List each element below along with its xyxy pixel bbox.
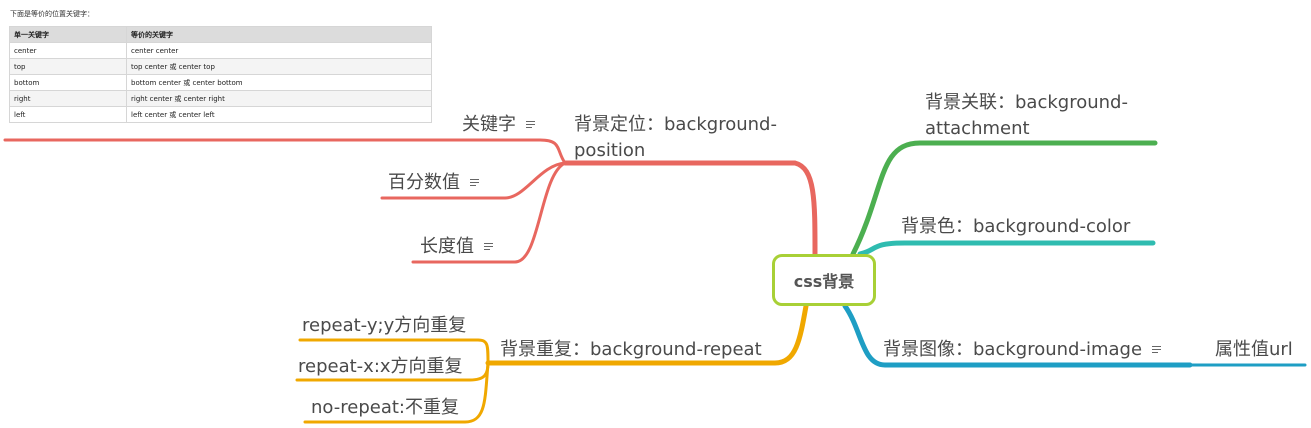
subtopic-label: 百分数值 — [388, 172, 460, 193]
subtopic-url[interactable]: 属性值url — [1215, 339, 1293, 360]
table-header-cell: 等价的关键字 — [126, 26, 432, 43]
subtopic-keyword[interactable]: 关键字 — [462, 112, 535, 138]
table-cell: center — [9, 42, 127, 59]
connector-repeat — [485, 303, 809, 366]
topic-label-line1: 背景关联：background- — [925, 92, 1128, 113]
table-cell: right — [9, 90, 127, 107]
connector-keyword — [3, 138, 567, 165]
topic-background-repeat[interactable]: 背景重复：background-repeat — [500, 339, 762, 360]
table-cell: bottom center 或 center bottom — [126, 74, 432, 91]
subtopic-no-repeat[interactable]: no-repeat:不重复 — [311, 397, 459, 418]
table-cell: center center — [126, 42, 432, 59]
table-header-row: 单一关键字 等价的关键字 — [9, 26, 432, 43]
connector-length — [411, 161, 567, 264]
connector-position — [562, 160, 818, 257]
table-header-cell: 单一关键字 — [9, 26, 127, 43]
note-lines-icon[interactable] — [526, 121, 535, 129]
connector-attachment — [850, 140, 1158, 257]
topic-label-line1: 背景定位：background- — [574, 114, 777, 135]
topic-background-position[interactable]: 背景定位：background- position — [574, 112, 777, 164]
subtopic-label: 关键字 — [462, 114, 516, 135]
subtopic-label: 长度值 — [420, 236, 474, 257]
connector-color — [857, 240, 1156, 257]
topic-label-line2: position — [574, 140, 646, 161]
table-cell: left center 或 center left — [126, 106, 432, 123]
table-row: center center center — [9, 42, 432, 59]
note-lines-icon[interactable] — [1152, 346, 1162, 354]
note-caption: 下面是等价的位置关键字： — [10, 10, 94, 18]
table-row: top top center 或 center top — [9, 58, 432, 75]
table-cell: right center 或 center right — [126, 90, 432, 107]
topic-background-attachment[interactable]: 背景关联：background- attachment — [925, 90, 1128, 142]
table-row: bottom bottom center 或 center bottom — [9, 74, 432, 91]
subtopic-repeat-x[interactable]: repeat-x:x方向重复 — [298, 356, 463, 377]
connector-percent — [380, 161, 567, 200]
topic-label: 背景图像：background-image — [883, 339, 1143, 360]
connector-no-repeat — [303, 361, 490, 424]
table-cell: left — [9, 106, 127, 123]
connector-image — [842, 303, 1193, 368]
table-row: left left center 或 center left — [9, 106, 432, 123]
table-cell: bottom — [9, 74, 127, 91]
note-lines-icon[interactable] — [484, 243, 493, 251]
topic-background-color[interactable]: 背景色：background-color — [901, 216, 1131, 237]
subtopic-percent[interactable]: 百分数值 — [388, 170, 479, 196]
subtopic-length[interactable]: 长度值 — [420, 234, 493, 260]
connector-repeat-y — [298, 338, 490, 365]
note-lines-icon[interactable] — [470, 179, 479, 187]
table-row: right right center 或 center right — [9, 90, 432, 107]
table-cell: top — [9, 58, 127, 75]
subtopic-repeat-y[interactable]: repeat-y;y方向重复 — [302, 315, 467, 336]
topic-background-image[interactable]: 背景图像：background-image — [883, 337, 1162, 363]
central-topic[interactable]: css背景 — [772, 254, 876, 306]
note-table: 单一关键字 等价的关键字 center center center top to… — [9, 26, 432, 123]
table-cell: top center 或 center top — [126, 58, 432, 75]
topic-label-line2: attachment — [925, 118, 1030, 139]
